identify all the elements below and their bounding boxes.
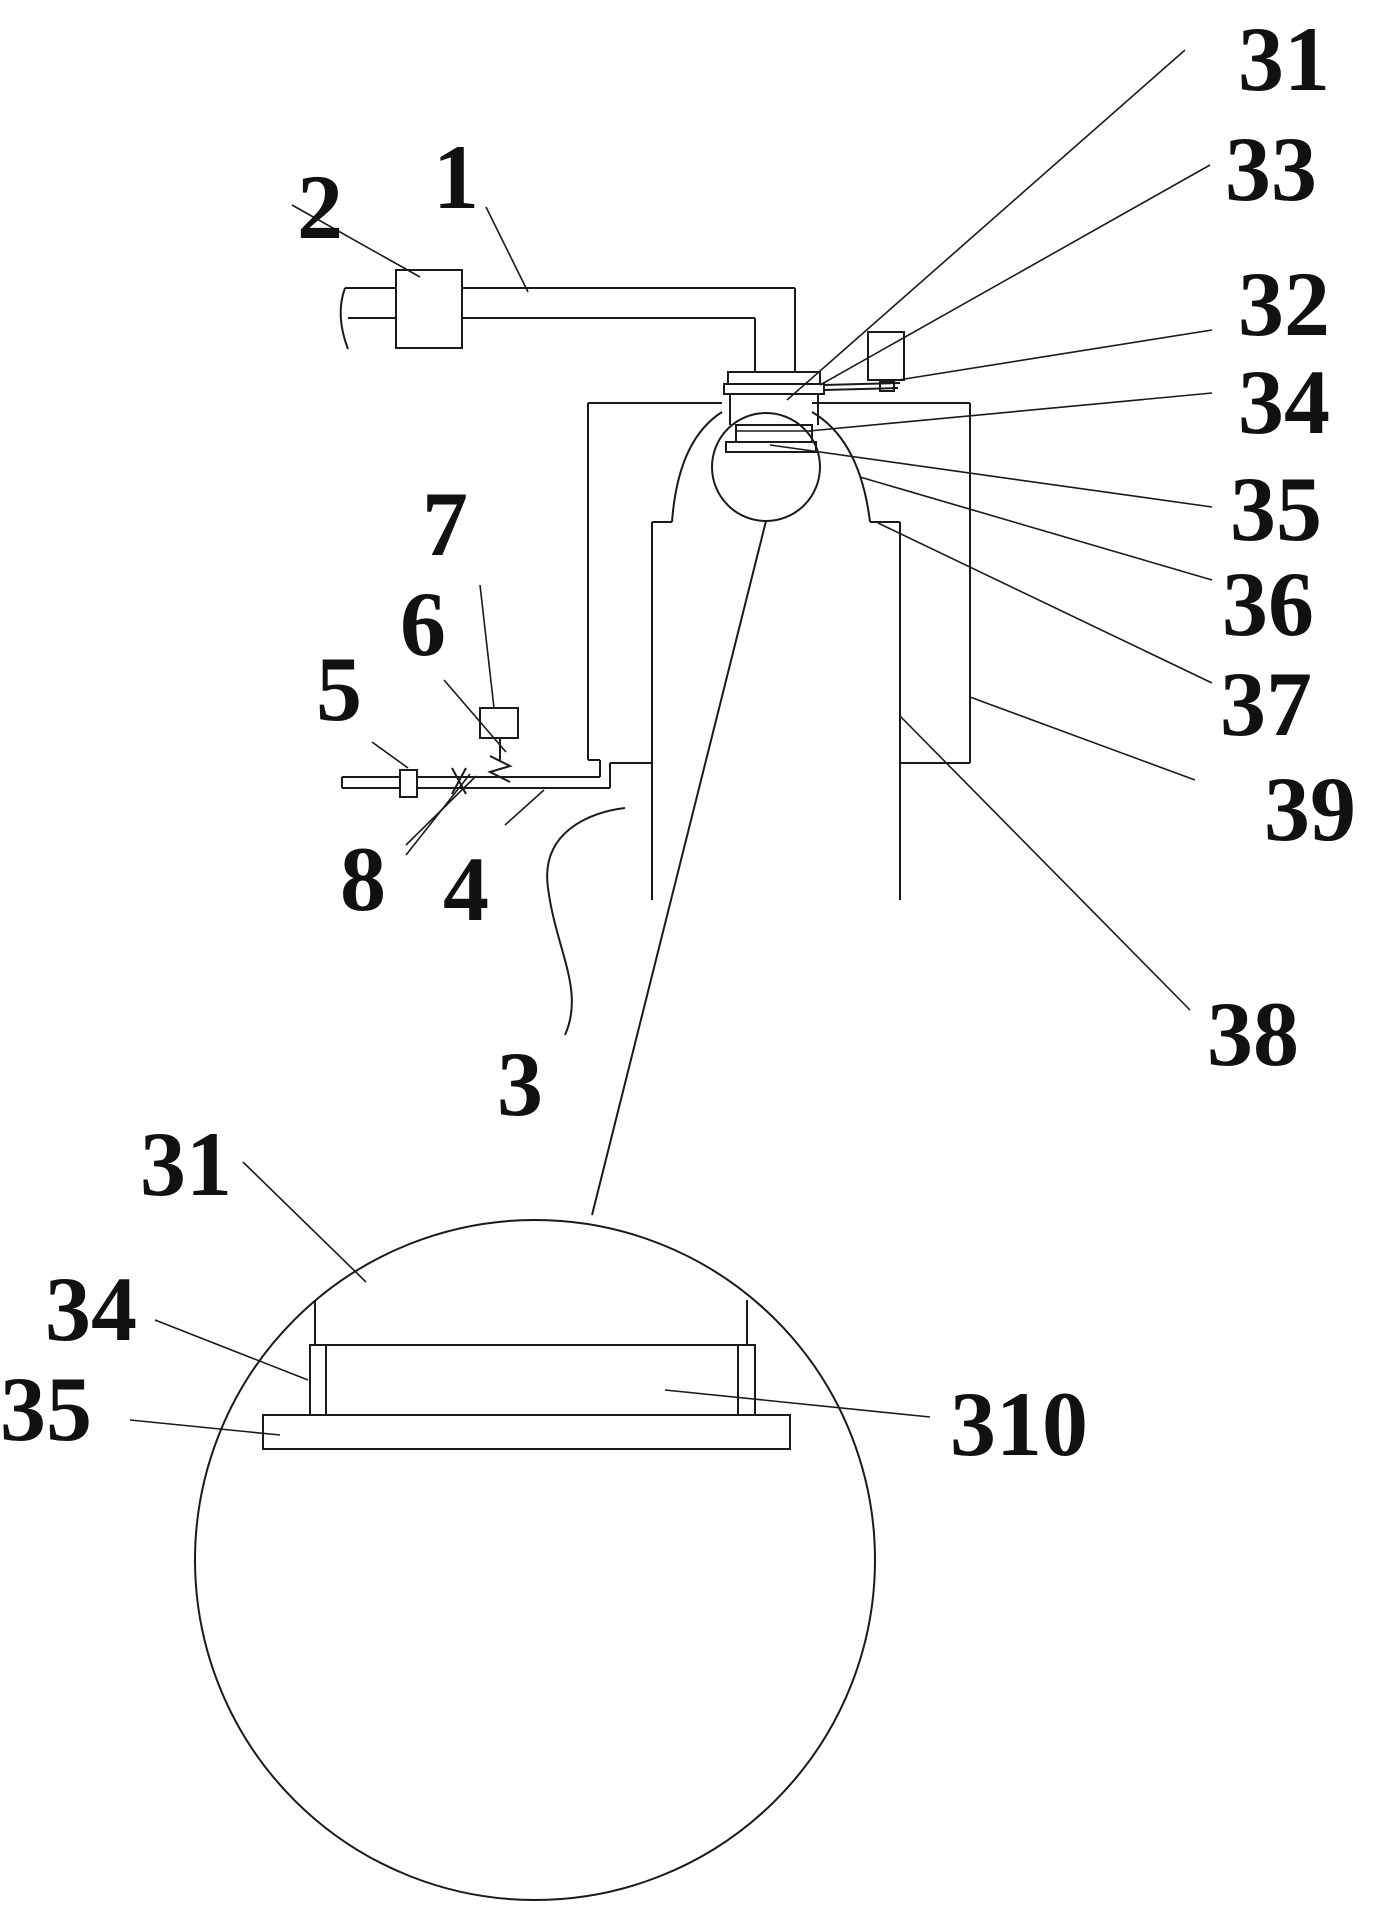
flow-meter-box <box>395 269 463 349</box>
outer-housing <box>587 402 971 764</box>
inlet-pipe <box>339 287 796 372</box>
label-detail-310: 310 <box>950 1373 1088 1475</box>
inner-sleeve <box>651 521 901 900</box>
label-7: 7 <box>422 473 468 575</box>
label-38: 38 <box>1207 983 1299 1085</box>
label-31: 31 <box>1238 8 1330 110</box>
label-34: 34 <box>1238 351 1330 453</box>
nozzle-ball <box>711 412 821 522</box>
head-assembly <box>723 371 825 453</box>
side-pipe <box>341 737 652 798</box>
label-36: 36 <box>1222 553 1314 655</box>
dome <box>671 411 871 523</box>
hose-line <box>546 807 626 1036</box>
label-3: 3 <box>497 1033 543 1135</box>
label-35: 35 <box>1230 458 1322 560</box>
label-detail-31: 31 <box>140 1113 232 1215</box>
label-4: 4 <box>443 838 489 940</box>
detail-head <box>262 1300 791 1450</box>
detail-pointer-line <box>591 520 767 1216</box>
label-6: 6 <box>400 573 446 675</box>
label-37: 37 <box>1220 653 1312 755</box>
label-1: 1 <box>433 126 479 228</box>
label-33: 33 <box>1225 118 1317 220</box>
label-detail-34: 34 <box>45 1258 137 1360</box>
label-2: 2 <box>297 156 343 258</box>
detail-circle <box>194 1219 876 1901</box>
label-32: 32 <box>1238 253 1330 355</box>
solenoid-box <box>823 331 905 392</box>
label-detail-35: 35 <box>0 1358 92 1460</box>
valve-actuator-box <box>479 707 519 739</box>
label-8: 8 <box>340 828 386 930</box>
leader-lines <box>129 49 1213 1436</box>
label-5: 5 <box>316 638 362 740</box>
label-39: 39 <box>1264 758 1356 860</box>
